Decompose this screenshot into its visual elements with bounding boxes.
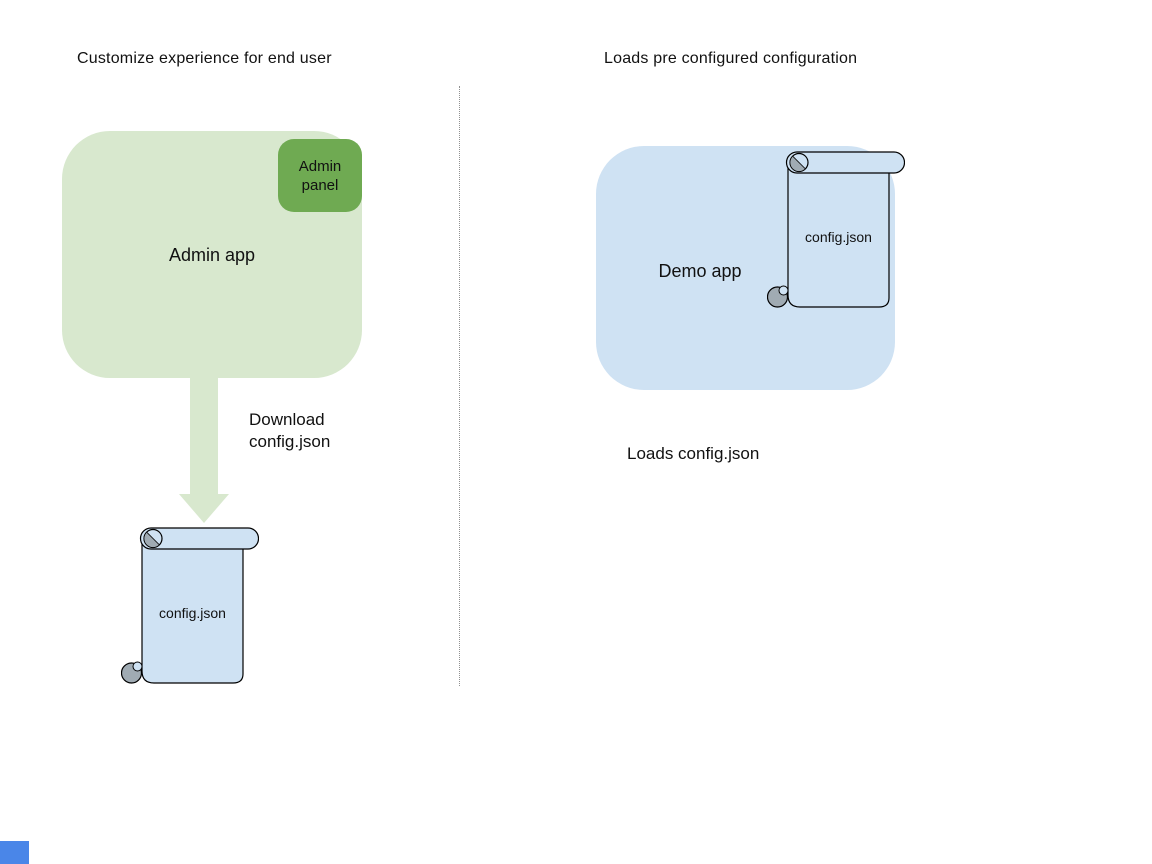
config-file-label: config.json [159, 605, 226, 621]
down-arrow-icon [179, 377, 229, 523]
config-scroll-right: config.json [767, 151, 905, 310]
admin-app-label: Admin app [168, 245, 256, 265]
loads-config-caption: Loads config.json [627, 444, 760, 463]
admin-panel-label: Admin panel [298, 157, 342, 194]
demo-app-label: Demo app [658, 261, 742, 281]
left-section-title: Customize experience for end user [77, 50, 332, 67]
corner-marker [0, 841, 29, 864]
config-file-label: config.json [805, 229, 872, 245]
admin-panel-box: Admin panel [278, 139, 362, 212]
section-divider [459, 86, 460, 686]
download-arrow-label: Download config.json [249, 410, 331, 451]
scroll-shape-icon [767, 151, 905, 308]
right-section-title: Loads pre configured configuration [604, 50, 858, 67]
scroll-shape-icon [121, 527, 259, 684]
config-scroll-left: config.json [121, 527, 259, 686]
